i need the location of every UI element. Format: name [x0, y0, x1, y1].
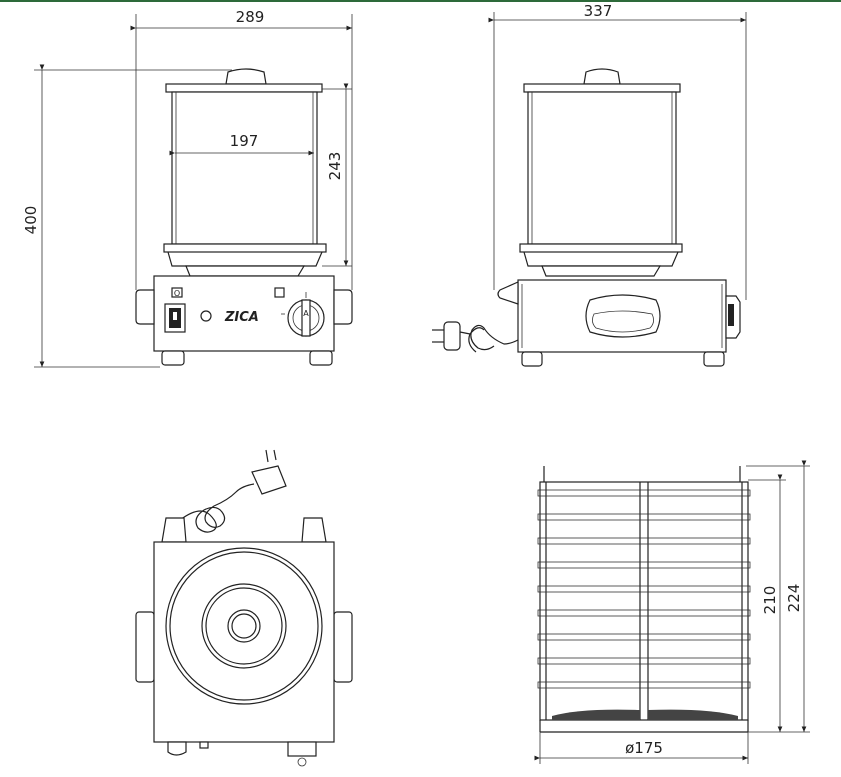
dim-width-label: 289: [236, 8, 265, 26]
dim-height-label: 400: [22, 206, 40, 235]
basket-frame: [539, 481, 749, 721]
dim-depth-label: 337: [584, 2, 613, 20]
right-handle: [333, 289, 353, 325]
cable-gland: [497, 281, 519, 305]
foot-left: [521, 351, 543, 367]
knob-marker: A: [303, 309, 309, 318]
left-handle: [135, 289, 155, 325]
switch-symbol: O: [174, 289, 180, 298]
container: [171, 91, 318, 245]
header-stripe: [0, 0, 841, 2]
top-view: [135, 449, 353, 767]
power-cable: [470, 324, 519, 351]
foot-right: [309, 350, 333, 366]
basket-view: 210 224 ø175: [534, 460, 810, 764]
side-handle-right: [333, 611, 353, 683]
dim-inner-height-label: 210: [761, 586, 779, 615]
dim-container-height-label: 243: [326, 152, 344, 181]
brand-logo: ZICA: [224, 310, 259, 325]
dim-outer-height-label: 224: [785, 584, 803, 613]
power-plug: [251, 465, 287, 495]
front-view: 289 400 197 243: [22, 8, 353, 368]
indicator-lamp: [200, 310, 212, 322]
foot-left: [161, 350, 185, 366]
lid: [165, 83, 323, 93]
lid-knob: [225, 68, 267, 85]
front-switch-edge: [167, 741, 187, 756]
foot-right: [703, 351, 725, 367]
basket-mesh-right: [648, 709, 738, 720]
lid: [523, 83, 681, 93]
side-view: 337: [432, 2, 747, 367]
heating-plate: [185, 265, 306, 277]
switch-symbol-box: [171, 287, 183, 298]
lid-knob: [583, 68, 621, 85]
thermostat-symbol-box: [274, 287, 285, 298]
handle-left: [161, 517, 187, 543]
knob-grip: [301, 299, 311, 337]
side-handle: [585, 294, 661, 338]
plate-outer-ring: [165, 547, 323, 705]
plate-middle-ring: [201, 583, 287, 669]
power-cable: [172, 483, 255, 541]
container-rim: [519, 243, 683, 253]
side-handle-left: [135, 611, 155, 683]
basket-mesh-left: [552, 709, 640, 720]
basket-rings: [537, 489, 751, 689]
container-rim: [163, 243, 327, 253]
heating-plate: [541, 265, 662, 277]
dim-container-width-label: 197: [230, 132, 259, 150]
plate-center: [227, 609, 261, 643]
handle-right: [301, 517, 327, 543]
thermostat-edge: [287, 741, 317, 757]
container: [527, 91, 677, 245]
dim-diameter-label: ø175: [625, 739, 663, 757]
power-plug: [443, 321, 461, 351]
